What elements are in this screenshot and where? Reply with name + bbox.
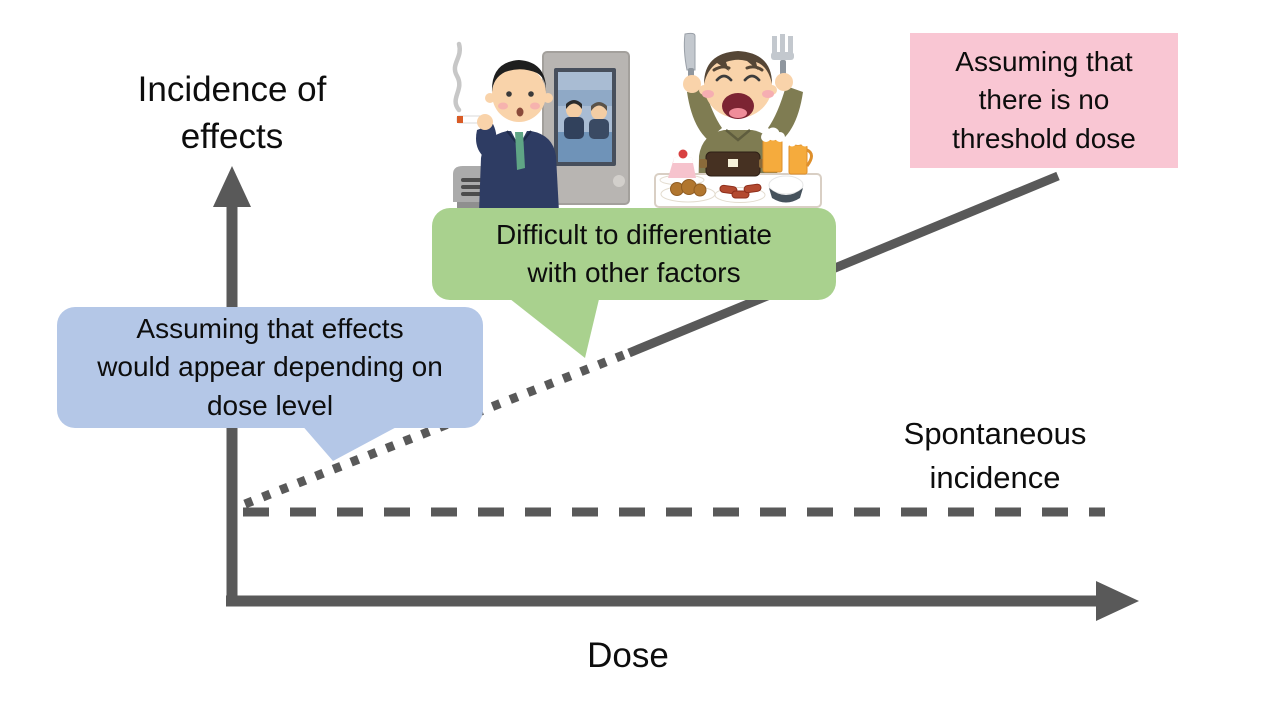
blue-callout: Assuming that effects would appear depen… xyxy=(57,307,483,428)
overeating-man-illustration xyxy=(652,28,824,215)
y-axis-label-line: Incidence of xyxy=(137,70,327,109)
y-axis-label: Incidence of effects xyxy=(52,66,412,160)
green-callout: Difficult to differentiate with other fa… xyxy=(432,208,836,300)
green-callout-line: with other factors xyxy=(527,257,741,288)
pink-callout: Assuming that there is no threshold dose xyxy=(910,33,1178,168)
pink-callout-line: threshold dose xyxy=(952,122,1136,154)
green-callout-tail xyxy=(505,295,600,358)
x-axis-label: Dose xyxy=(587,636,669,675)
blue-callout-line: dose level xyxy=(206,389,334,421)
x-axis-arrow-icon xyxy=(1096,581,1139,621)
spontaneous-incidence-label-line: incidence xyxy=(929,460,1061,495)
y-axis-arrow-icon xyxy=(213,166,251,207)
dose-response-line-solid xyxy=(627,171,1060,358)
blue-callout-line: would appear depending on xyxy=(97,351,443,383)
y-axis-label-line: effects xyxy=(180,117,284,156)
pink-callout-line: there is no xyxy=(978,84,1110,116)
spontaneous-incidence-label-line: Spontaneous xyxy=(903,416,1087,451)
spontaneous-incidence-label: Spontaneous incidence xyxy=(845,412,1145,500)
dose-response-line-dotted xyxy=(243,347,633,509)
green-callout-line: Difficult to differentiate xyxy=(495,218,772,250)
smoking-man-illustration xyxy=(443,32,633,217)
blue-callout-line: Assuming that effects xyxy=(136,313,404,345)
blue-callout-tail xyxy=(300,423,404,461)
pink-callout-line: Assuming that xyxy=(955,46,1133,78)
